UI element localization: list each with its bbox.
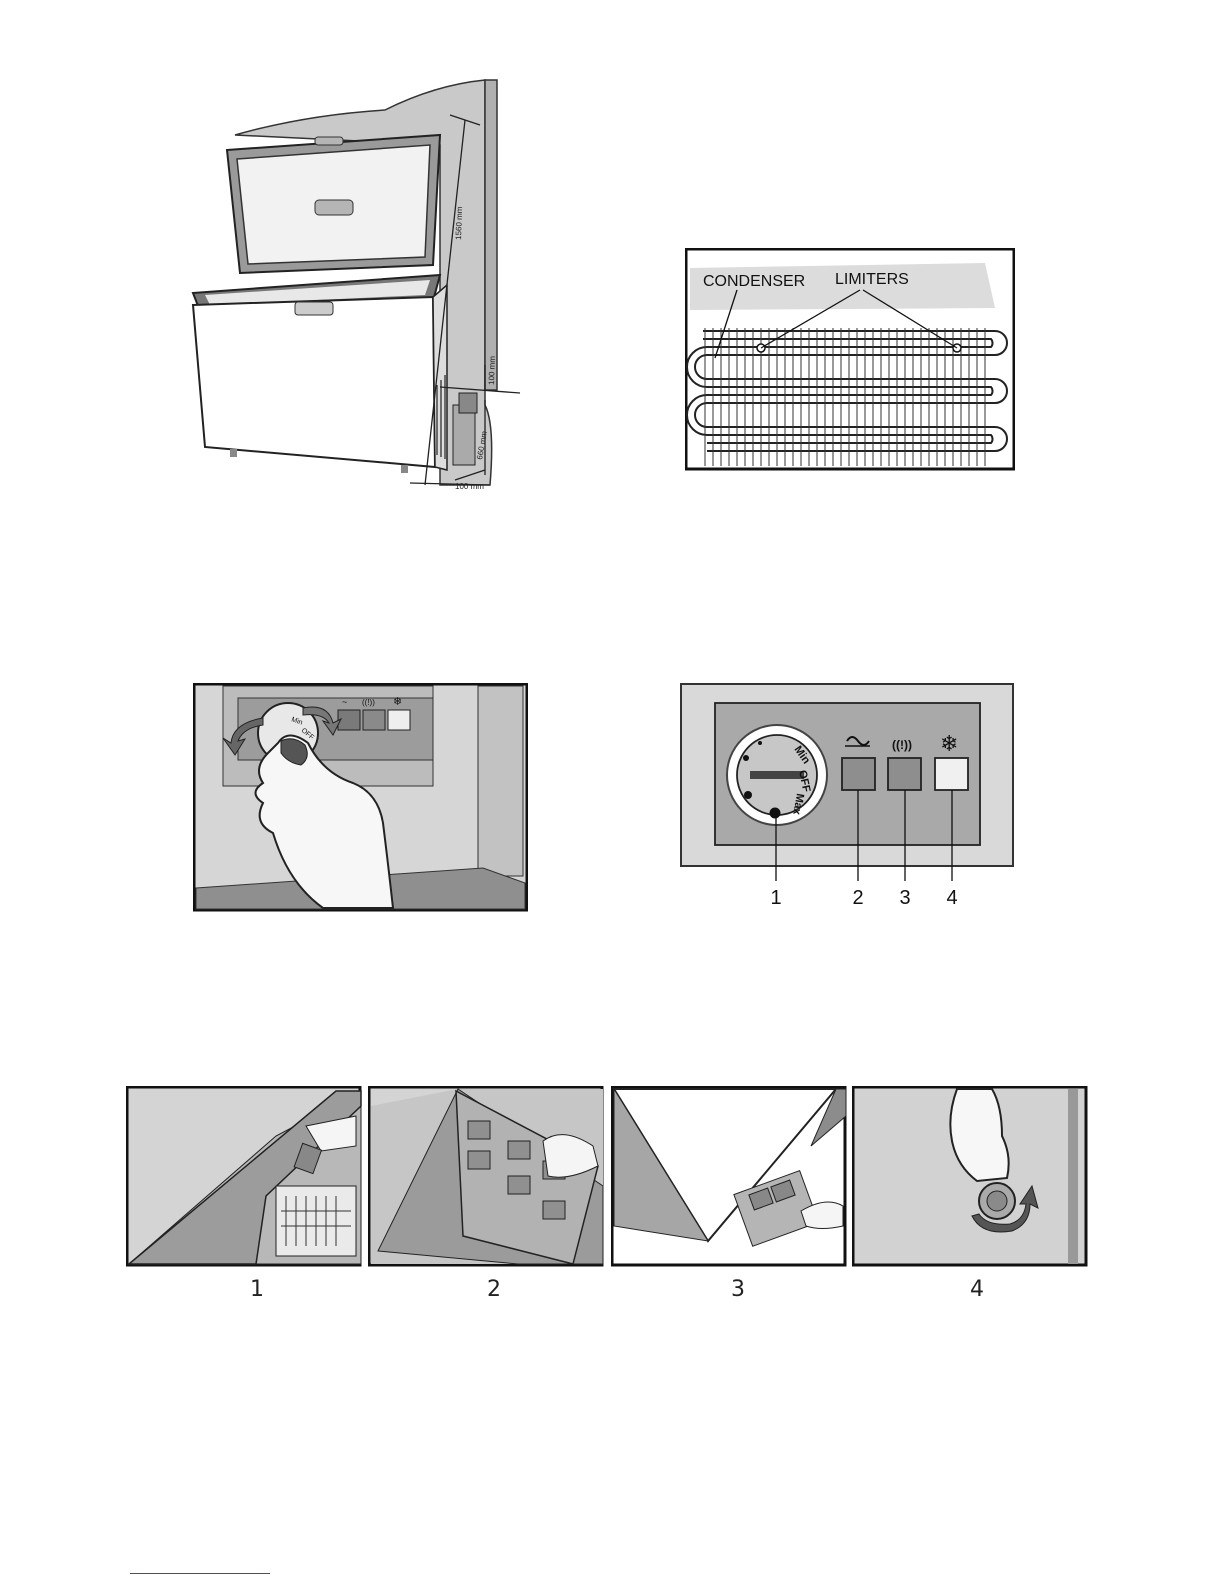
defrost-step-4-label: 4 bbox=[957, 1277, 997, 1302]
condenser-figure: CONDENSER LIMITERS bbox=[685, 248, 1015, 473]
defrost-step-2-label: 2 bbox=[474, 1277, 514, 1302]
hand-panel-alarm-icon: ((!)) bbox=[362, 698, 375, 707]
dim-height-label: 1560 mm bbox=[454, 206, 464, 240]
callout-1: 1 bbox=[770, 887, 781, 909]
limiters-label: LIMITERS bbox=[835, 271, 909, 288]
control-panel-figure: Min OFF Max ((!)) ❄ 1 2 3 4 bbox=[680, 683, 1015, 913]
freezer-installation-figure: 1560 mm 100 mm 660 mm 100 mm bbox=[185, 75, 535, 500]
defrost-step-1-figure bbox=[126, 1086, 362, 1268]
hand-dial-figure: ~ ((!)) ❄ Min OFF bbox=[193, 683, 528, 913]
condenser-label: CONDENSER bbox=[703, 273, 805, 290]
defrost-step-4-figure bbox=[852, 1086, 1088, 1268]
callout-4: 4 bbox=[946, 887, 957, 909]
svg-text:~: ~ bbox=[342, 697, 347, 707]
power-indicator-button[interactable] bbox=[842, 758, 875, 790]
fast-freeze-button[interactable] bbox=[935, 758, 968, 790]
footer-divider bbox=[130, 1573, 270, 1574]
defrost-step-2-figure bbox=[368, 1086, 604, 1268]
dim-back-gap-label: 100 mm bbox=[455, 482, 484, 491]
thermostat-dial[interactable]: Min OFF Max bbox=[727, 725, 827, 825]
alarm-icon: ((!)) bbox=[892, 738, 912, 752]
dim-top-gap-label: 100 mm bbox=[487, 356, 497, 386]
defrost-step-1-label: 1 bbox=[237, 1277, 277, 1302]
callout-2: 2 bbox=[852, 887, 863, 909]
callout-3: 3 bbox=[899, 887, 910, 909]
svg-text:❄: ❄ bbox=[393, 696, 402, 708]
defrost-step-3-label: 3 bbox=[718, 1277, 758, 1302]
alarm-indicator-button[interactable] bbox=[888, 758, 921, 790]
defrost-step-3-figure bbox=[611, 1086, 847, 1268]
snowflake-icon: ❄ bbox=[940, 731, 958, 756]
